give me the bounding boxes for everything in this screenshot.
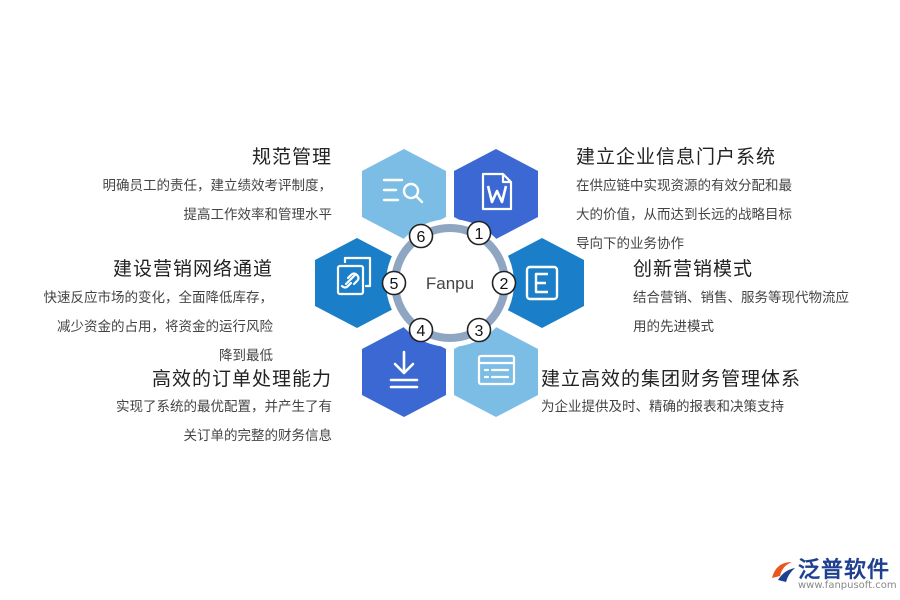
fanpu-logo-icon: [772, 562, 795, 582]
badge-2: 2: [491, 270, 517, 296]
center-label: Fanpu: [426, 274, 474, 293]
item-2-desc-line: 用的先进模式: [633, 319, 714, 335]
fanpu-logo: 泛普软件 www.fanpusoft.com: [768, 548, 897, 596]
download-icon: [389, 350, 419, 389]
item-4-title: 高效的订单处理能力: [151, 368, 332, 390]
item-1-title: 建立企业信息门户系统: [576, 146, 777, 168]
item-3-desc: 为企业提供及时、精确的报表和决策支持: [541, 393, 784, 422]
item-5-desc-line: 快速反应市场的变化，全面降低库存，: [43, 290, 274, 306]
item-5-title: 建设营销网络通道: [112, 258, 273, 280]
item-6-desc: 明确员工的责任，建立绩效考评制度， 提高工作效率和管理水平: [103, 172, 333, 230]
item-1-desc: 在供应链中实现资源的有效分配和最 大的价值，从而达到长远的战略目标 导向下的业务…: [576, 172, 792, 259]
item-5-desc-line: 减少资金的占用，将资金的运行风险: [57, 319, 273, 335]
item-4-desc-line: 关订单的完整的财务信息: [183, 428, 333, 444]
dashboard-window-icon: [477, 354, 516, 386]
item-3-title: 建立高效的集团财务管理体系: [541, 368, 802, 390]
item-1-desc-line: 导向下的业务协作: [576, 236, 684, 252]
word-document-icon: [481, 172, 513, 211]
item-6-title: 规范管理: [251, 146, 332, 168]
item-4-desc-line: 实现了系统的最优配置，并产生了有: [116, 399, 332, 415]
center-disc: [406, 239, 494, 327]
item-1-desc-line: 在供应链中实现资源的有效分配和最: [576, 178, 792, 194]
svg-text:6: 6: [417, 229, 426, 246]
e-letter-icon: [525, 265, 559, 301]
item-5-desc-line: 降到最低: [219, 348, 273, 364]
badge-4: 4: [408, 317, 434, 343]
hexagon-5: [315, 238, 399, 328]
item-1-desc-line: 大的价值，从而达到长远的战略目标: [576, 207, 792, 223]
item-2-desc-line: 结合营销、销售、服务等现代物流应: [633, 290, 849, 306]
item-3-desc-line: 为企业提供及时、精确的报表和决策支持: [541, 399, 784, 415]
item-6-desc-line: 提高工作效率和管理水平: [183, 207, 333, 223]
svg-text:4: 4: [417, 323, 426, 340]
logo-url: www.fanpusoft.com: [798, 580, 897, 591]
link-copy-icon: [336, 256, 372, 296]
svg-text:2: 2: [500, 276, 509, 293]
search-list-icon: [382, 178, 424, 204]
badge-5: 5: [381, 270, 407, 296]
item-2-desc: 结合营销、销售、服务等现代物流应 用的先进模式: [633, 284, 849, 342]
logo-name: 泛普软件: [798, 558, 891, 583]
item-6-desc-line: 明确员工的责任，建立绩效考评制度，: [102, 178, 333, 194]
badge-6: 6: [408, 223, 434, 249]
item-5-desc: 快速反应市场的变化，全面降低库存， 减少资金的占用，将资金的运行风险 降到最低: [44, 284, 274, 371]
hexagon-3: [454, 327, 538, 417]
badge-3: 3: [466, 317, 492, 343]
item-2-title: 创新营销模式: [633, 258, 754, 280]
item-4-desc: 实现了系统的最优配置，并产生了有 关订单的完整的财务信息: [116, 393, 332, 451]
badge-1: 1: [466, 220, 492, 246]
svg-text:5: 5: [390, 276, 399, 293]
svg-text:3: 3: [475, 323, 484, 340]
svg-text:1: 1: [475, 226, 484, 243]
